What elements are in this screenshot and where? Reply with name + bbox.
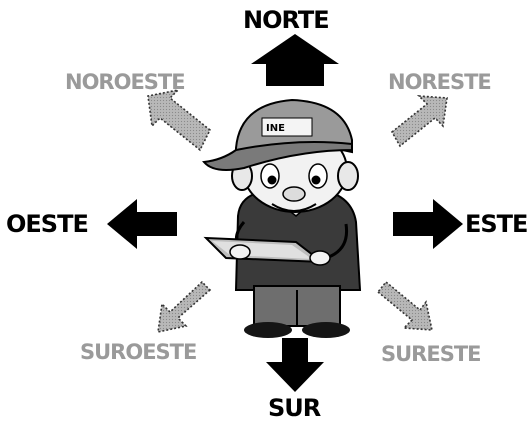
west-arrow [107,199,177,249]
right-shoe [302,322,350,338]
right-hand [309,250,331,266]
left-shoe [244,322,292,338]
cap-brim [202,141,353,171]
northwest-arrow [147,88,212,152]
west-label: OESTE [6,210,89,238]
cap-logo-text: INE [266,123,285,134]
east-label: ESTE [465,210,527,238]
south-arrow [266,338,324,392]
surveyor-figure: INE [202,98,362,338]
north-arrow [251,34,339,86]
northwest-label: NOROESTE [65,70,186,94]
south-label: SUR [268,394,321,422]
cap-logo-patch [261,117,313,137]
southwest-label: SUROESTE [80,340,197,364]
northeast-arrow [390,95,448,148]
north-label: NORTE [243,6,330,34]
left-hand [229,244,251,260]
northeast-label: NORESTE [388,70,492,94]
southeast-arrow [376,280,434,331]
southwest-arrow [157,280,212,334]
east-arrow [393,199,463,249]
southeast-label: SURESTE [381,342,481,366]
